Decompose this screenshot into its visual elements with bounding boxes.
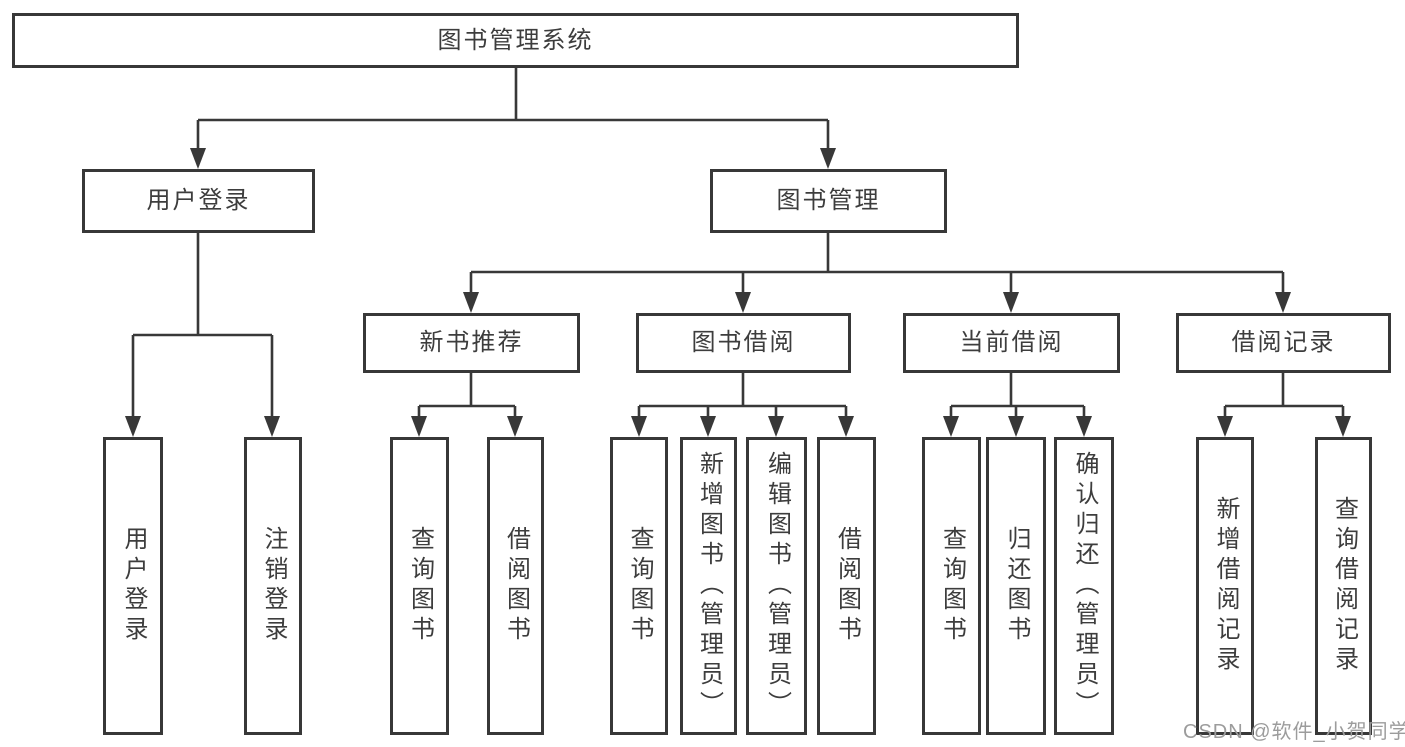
leaf-newbook-query-books: 查询图书	[390, 437, 449, 735]
leaf-borrow-borrow-books: 借阅图书	[817, 437, 876, 735]
leaf-logout: 注销登录	[244, 437, 302, 735]
node-new-book-recommend: 新书推荐	[363, 313, 580, 373]
leaf-borrow-add-books-admin: 新增图书（管理员）	[680, 437, 737, 735]
leaf-record-add-borrow-record: 新增借阅记录	[1196, 437, 1254, 735]
arrowhead	[1076, 416, 1092, 437]
leaf-current-return-books: 归还图书	[986, 437, 1046, 735]
arrowhead	[1335, 416, 1351, 437]
node-book-borrow: 图书借阅	[636, 313, 851, 373]
leaf-current-query-books: 查询图书	[922, 437, 981, 735]
csdn-watermark: CSDN @软件_小贺同学	[1183, 721, 1405, 743]
arrowhead	[411, 416, 427, 437]
arrowhead	[1217, 416, 1233, 437]
arrowhead	[1003, 292, 1019, 313]
leaf-user-login: 用户登录	[103, 437, 163, 735]
node-borrow-record: 借阅记录	[1176, 313, 1391, 373]
arrowhead	[264, 416, 280, 437]
leaf-record-query-borrow-record: 查询借阅记录	[1315, 437, 1372, 735]
arrowhead	[463, 292, 479, 313]
node-book-management: 图书管理	[710, 169, 947, 233]
leaf-borrow-edit-books-admin: 编辑图书（管理员）	[746, 437, 807, 735]
node-root: 图书管理系统	[12, 13, 1019, 68]
arrowhead	[838, 416, 854, 437]
arrowhead	[631, 416, 647, 437]
leaf-newbook-borrow-books: 借阅图书	[487, 437, 544, 735]
arrowhead	[820, 148, 836, 169]
arrowhead	[190, 148, 206, 169]
arrowhead	[700, 416, 716, 437]
leaf-borrow-query-books: 查询图书	[610, 437, 668, 735]
arrowhead	[125, 416, 141, 437]
node-user-login: 用户登录	[82, 169, 315, 233]
node-current-borrow: 当前借阅	[903, 313, 1120, 373]
arrowhead	[1008, 416, 1024, 437]
arrowhead	[735, 292, 751, 313]
arrowhead	[943, 416, 959, 437]
arrowhead	[507, 416, 523, 437]
arrowhead	[768, 416, 784, 437]
leaf-current-confirm-return-admin: 确认归还（管理员）	[1054, 437, 1114, 735]
arrowhead	[1275, 292, 1291, 313]
